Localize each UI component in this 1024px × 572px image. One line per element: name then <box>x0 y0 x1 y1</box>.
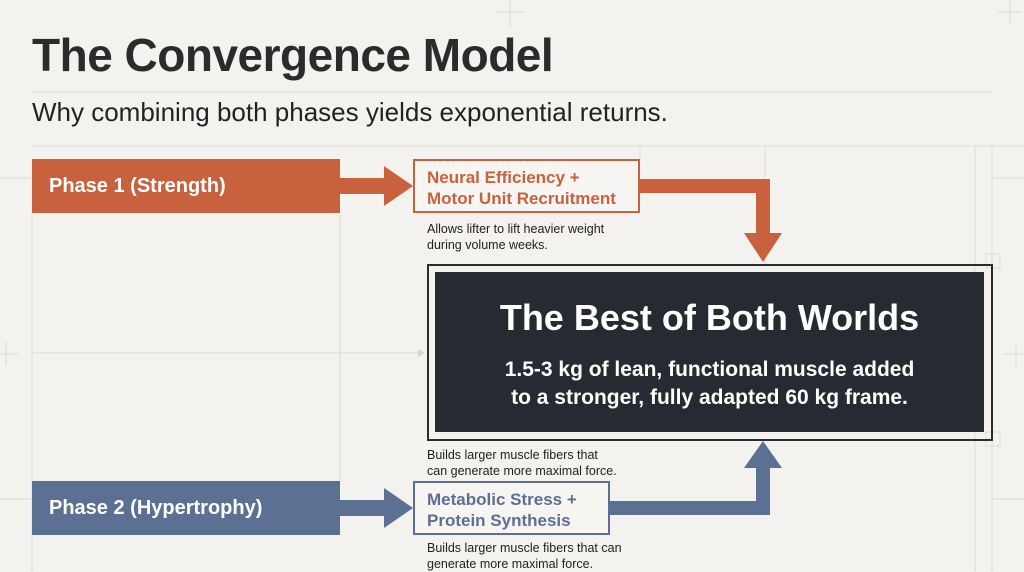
note-line: can generate more maximal force. <box>427 464 617 478</box>
mechanism-line: Protein Synthesis <box>427 511 571 530</box>
result-title: The Best of Both Worlds <box>499 297 920 338</box>
mechanism-note-metabolic: Builds larger muscle fibers that can gen… <box>427 540 667 572</box>
result-description: 1.5-3 kg of lean, functional muscle adde… <box>435 356 984 412</box>
arrow-phase2-to-mechanism <box>340 488 413 528</box>
note-line: generate more maximal force. <box>427 557 594 571</box>
note-line: Builds larger muscle fibers that can <box>427 541 622 555</box>
result-box: The Best of Both Worlds 1.5-3 kg of lean… <box>435 272 984 432</box>
arrow-mechanism2-to-result <box>610 441 782 515</box>
mechanism-line: Neural Efficiency + <box>427 168 580 187</box>
result-line: to a stronger, fully adapted 60 kg frame… <box>511 386 908 409</box>
mechanism-box-metabolic: Metabolic Stress + Protein Synthesis <box>413 481 610 535</box>
page-subtitle: Why combining both phases yields exponen… <box>32 97 668 127</box>
mechanism-box-neural: Neural Efficiency + Motor Unit Recruitme… <box>413 159 640 213</box>
phase-2-box: Phase 2 (Hypertrophy) <box>32 481 340 535</box>
center-note: Builds larger muscle fibers that can gen… <box>427 447 667 479</box>
arrow-phase1-to-mechanism <box>340 166 413 206</box>
note-line: Allows lifter to lift heavier weight <box>427 222 605 236</box>
phase-1-box: Phase 1 (Strength) <box>32 159 340 213</box>
result-frame <box>427 264 993 441</box>
mechanism-note-neural: Allows lifter to lift heavier weight dur… <box>427 221 667 253</box>
result-line: 1.5-3 kg of lean, functional muscle adde… <box>504 358 915 381</box>
page-title: The Convergence Model <box>32 29 554 81</box>
note-line: Builds larger muscle fibers that <box>427 448 598 462</box>
arrow-mechanism1-to-result <box>640 179 782 262</box>
mechanism-line: Motor Unit Recruitment <box>427 189 616 208</box>
note-line: during volume weeks. <box>427 238 548 252</box>
mechanism-line: Metabolic Stress + <box>427 490 577 509</box>
